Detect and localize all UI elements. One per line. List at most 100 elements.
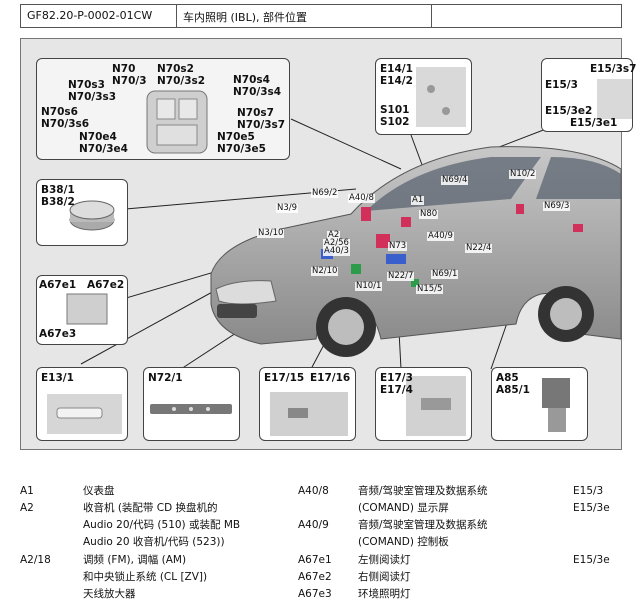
e15-box: E15/3s7 E15/3 E15/3e2 E15/3e1 bbox=[541, 58, 636, 132]
callout-n3-9: N3/9 bbox=[276, 203, 299, 213]
n72-box: N72/1 bbox=[143, 367, 240, 441]
b38-1-label: B38/1 bbox=[41, 184, 75, 196]
callout-n73: N73 bbox=[388, 241, 408, 251]
callout-n80: N80 bbox=[419, 209, 439, 219]
legend-desc: 环境照明灯 bbox=[358, 588, 411, 600]
roof-label-n70: N70 bbox=[112, 63, 136, 75]
roof-label-n70s6: N70s6 bbox=[41, 106, 78, 118]
e17-15-image bbox=[270, 392, 348, 436]
legend-desc: 音频/驾驶室管理及数据系统 bbox=[358, 485, 488, 497]
callout-a2-56: A2/56 bbox=[323, 238, 350, 248]
legend-code: A2 bbox=[20, 502, 34, 514]
a85-image bbox=[542, 378, 570, 432]
legend-code: E15/3e bbox=[573, 554, 610, 566]
roof-label-n70e5: N70e5 bbox=[217, 131, 255, 143]
document-header: GF82.20-P-0002-01CW 车内照明 (IBL), 部件位置 bbox=[20, 4, 622, 28]
legend-desc: 和中央锁止系统 (CL [ZV]) bbox=[83, 571, 208, 583]
legend-desc: 调频 (FM), 调幅 (AM) bbox=[83, 554, 187, 566]
e17-4-label: E17/4 bbox=[380, 384, 413, 396]
roof-label-n70s7: N70s7 bbox=[237, 107, 274, 119]
s101-label: S101 bbox=[380, 104, 410, 116]
component-location-diagram: N70 N70/3 N70s2 N70/3s2 N70s3 N70/3s3 N7… bbox=[20, 38, 636, 450]
e14-2-label: E14/2 bbox=[380, 75, 413, 87]
legend-desc: 仪表盘 bbox=[83, 485, 115, 497]
legend-code: A2/18 bbox=[20, 554, 51, 566]
callout-n69-3: N69/3 bbox=[543, 201, 571, 211]
e17-15-label: E17/15 bbox=[264, 372, 305, 384]
roof-label-n70-3s2: N70/3s2 bbox=[157, 75, 206, 87]
roof-module-box: N70 N70/3 N70s2 N70/3s2 N70s3 N70/3s3 N7… bbox=[36, 58, 290, 160]
e15-3e1-label: E15/3e1 bbox=[570, 117, 618, 129]
roof-label-n70-3s7: N70/3s7 bbox=[237, 119, 286, 131]
a67-box: A67e1 A67e2 A67e3 bbox=[36, 275, 128, 345]
callout-a40-9: A40/9 bbox=[427, 231, 454, 241]
e13-image bbox=[47, 394, 122, 434]
callout-a2: A2 bbox=[327, 230, 341, 240]
e17-3-label: E17/3 bbox=[380, 372, 413, 384]
roof-label-n70-3s4: N70/3s4 bbox=[233, 86, 282, 98]
n72-image bbox=[150, 404, 232, 414]
roof-label-n70e4: N70e4 bbox=[79, 131, 117, 143]
roof-label-n70-3: N70/3 bbox=[112, 75, 147, 87]
callout-n15-5: N15/5 bbox=[416, 284, 444, 294]
e15-3e2-label: E15/3e2 bbox=[545, 105, 593, 117]
legend-code: A67e2 bbox=[298, 571, 332, 583]
roof-label-n70s2: N70s2 bbox=[157, 63, 194, 75]
legend-code: A1 bbox=[20, 485, 34, 497]
legend-code: A40/8 bbox=[298, 485, 329, 497]
a67e1-label: A67e1 bbox=[39, 279, 77, 291]
legend-desc: Audio 20/代码 (510) 或装配 MB bbox=[83, 519, 241, 531]
callout-n69-2: N69/2 bbox=[311, 188, 339, 198]
legend-desc: Audio 20 收音机/代码 (523)) bbox=[83, 536, 225, 548]
e17-3-box: E17/3 E17/4 bbox=[375, 367, 472, 441]
b38-image bbox=[69, 200, 115, 231]
callout-a40-3: A40/3 bbox=[323, 246, 350, 256]
doc-title: 车内照明 (IBL), 部件位置 bbox=[177, 5, 432, 27]
callout-n22-7: N22/7 bbox=[387, 271, 415, 281]
roof-label-n70s4: N70s4 bbox=[233, 74, 270, 86]
doc-id: GF82.20-P-0002-01CW bbox=[21, 5, 177, 27]
legend-code: E15/3e bbox=[573, 502, 610, 514]
callout-n69-4: N69/4 bbox=[441, 175, 469, 185]
callout-n10-2: N10/2 bbox=[509, 169, 537, 179]
roof-label-n70-3s6: N70/3s6 bbox=[41, 118, 90, 130]
legend-code: A67e1 bbox=[298, 554, 332, 566]
legend-desc: 天线放大器 bbox=[83, 588, 136, 600]
e17-16-label: E17/16 bbox=[310, 372, 351, 384]
legend-desc: 收音机 (装配带 CD 换盘机的 bbox=[83, 502, 218, 514]
roof-label-n70-3e4: N70/3e4 bbox=[79, 143, 128, 155]
roof-label-n70s3: N70s3 bbox=[68, 79, 105, 91]
e13-1-label: E13/1 bbox=[41, 372, 74, 384]
callout-a1: A1 bbox=[411, 195, 425, 205]
e17-15-box: E17/15 E17/16 bbox=[259, 367, 356, 441]
a67e2-label: A67e2 bbox=[87, 279, 125, 291]
a67e3-label: A67e3 bbox=[39, 328, 77, 340]
e14-1-label: E14/1 bbox=[380, 63, 413, 75]
legend-desc: 音频/驾驶室管理及数据系统 bbox=[358, 519, 488, 531]
legend-code: E15/3 bbox=[573, 485, 604, 497]
callout-n22-4: N22/4 bbox=[465, 243, 493, 253]
legend: A1 仪表盘 A2 收音机 (装配带 CD 换盘机的 Audio 20/代码 (… bbox=[20, 485, 610, 600]
roof-label-n70-3s3: N70/3s3 bbox=[68, 91, 117, 103]
legend-desc: 左侧阅读灯 bbox=[358, 554, 411, 566]
roof-label-n70-3e5: N70/3e5 bbox=[217, 143, 266, 155]
a85-1-label: A85/1 bbox=[496, 384, 530, 396]
e15-image bbox=[597, 79, 632, 119]
legend-code: A40/9 bbox=[298, 519, 329, 531]
callout-a40-8: A40/8 bbox=[348, 193, 375, 203]
e15-3-label: E15/3 bbox=[545, 79, 578, 91]
callout-n2-10: N2/10 bbox=[311, 266, 339, 276]
e17-3-image bbox=[406, 376, 466, 436]
s102-label: S102 bbox=[380, 116, 410, 128]
car-illustration bbox=[210, 146, 622, 357]
legend-desc: (COMAND) 控制板 bbox=[358, 536, 449, 548]
b38-2-label: B38/2 bbox=[41, 196, 75, 208]
callout-n69-1: N69/1 bbox=[431, 269, 459, 279]
callout-n10-1: N10/1 bbox=[355, 281, 383, 291]
e13-box: E13/1 bbox=[36, 367, 128, 441]
e14-box: E14/1 E14/2 S101 S102 bbox=[375, 58, 472, 135]
a67-image bbox=[66, 293, 108, 325]
e15-3s7-label: E15/3s7 bbox=[590, 63, 636, 75]
a85-box: A85 A85/1 bbox=[491, 367, 588, 441]
b38-box: B38/1 B38/2 bbox=[36, 179, 128, 246]
